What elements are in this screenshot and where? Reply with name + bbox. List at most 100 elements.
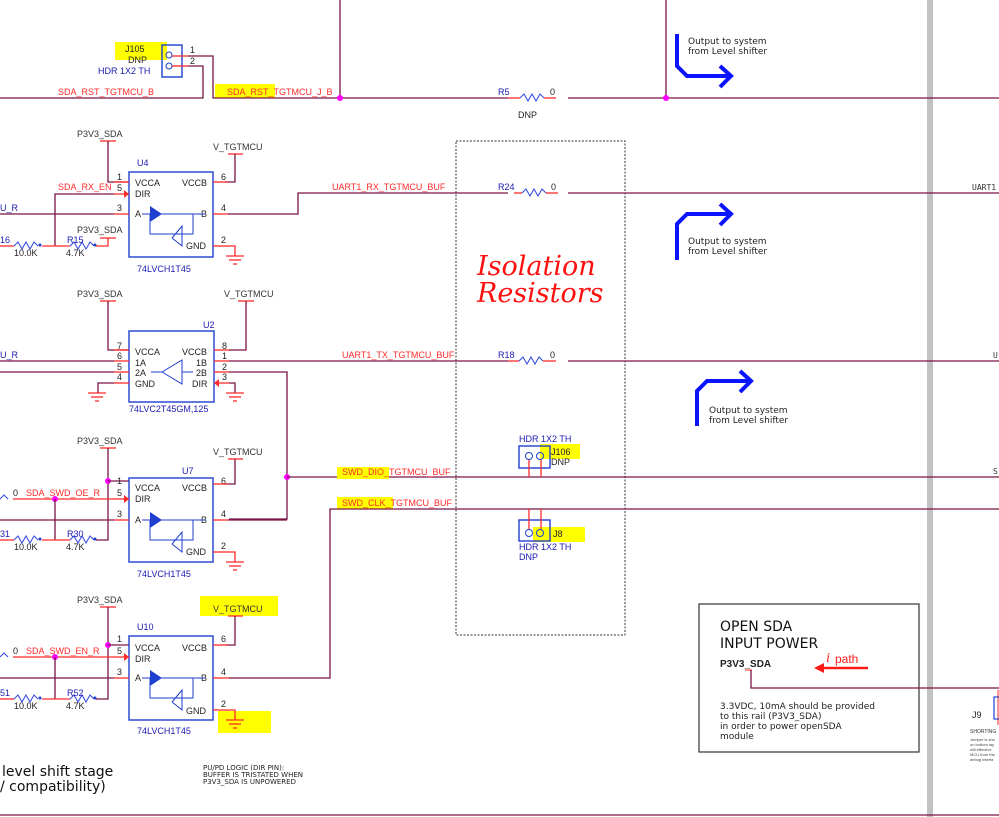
highlight-swd-clk	[337, 497, 393, 509]
j106-part: HDR 1X2 TH	[519, 434, 571, 444]
power-vtgt: V_TGTMCU	[213, 604, 263, 614]
u10-ref[interactable]: U10	[137, 622, 154, 632]
pin-name: DIR	[135, 189, 151, 199]
output-arrow-2: Output to system from Level shifter	[675, 202, 767, 260]
power-box-title-2: INPUT POWER	[720, 636, 818, 652]
pin-name: A	[135, 515, 141, 525]
j9-label: SHORTING	[970, 729, 996, 735]
level-shift-note-1: level shift stage	[2, 764, 113, 780]
power-p3v3: P3V3_SDA	[77, 436, 123, 446]
u7-ref[interactable]: U7	[182, 466, 194, 476]
highlight-swd-dio	[337, 467, 389, 479]
pin-number: 5	[117, 646, 122, 656]
arrow-1-line1: Output to system	[688, 37, 767, 47]
arrow-2-line2: from Level shifter	[688, 247, 767, 257]
net-sda-rst-b[interactable]: SDA_RST_TGTMCU_B	[58, 87, 154, 97]
net-sda-swd-en-r[interactable]: SDA_SWD_EN_R	[26, 646, 100, 656]
r5-ref[interactable]: R5	[498, 87, 510, 97]
j106-body[interactable]	[518, 445, 551, 469]
net-swd-clk-buf[interactable]: SWD_CLK_TGTMCU_BUF	[342, 498, 453, 508]
highlight-j8	[533, 527, 585, 542]
u4-ref[interactable]: U4	[137, 158, 149, 168]
power-p3v3: P3V3_SDA	[77, 225, 123, 235]
r16-ref[interactable]: 16	[0, 235, 10, 245]
net-sda-swd-oe-r[interactable]: SDA_SWD_OE_R	[26, 488, 101, 498]
power-box-frame	[698, 603, 920, 753]
j8-body[interactable]	[518, 519, 551, 542]
arrow-3-line1: Output to system	[709, 406, 788, 416]
j106-ref[interactable]: J106	[551, 447, 571, 457]
u2-block: P3V3_SDA V_TGTMCU U2 74LVC2T45GM,125 VCC…	[0, 289, 999, 520]
j9-ref[interactable]: J9	[972, 710, 982, 720]
pin-number: 3	[117, 667, 122, 677]
power-vtgt: V_TGTMCU	[224, 289, 274, 299]
j9-desc-line: debug interfa	[970, 757, 994, 762]
r51-ref[interactable]: 51	[0, 688, 10, 698]
net-left-u-r[interactable]: U_R	[0, 350, 19, 360]
r30-ref[interactable]: R30	[67, 529, 84, 539]
net-left-u-r[interactable]: U_R	[0, 203, 19, 213]
r18-ref[interactable]: R18	[498, 350, 515, 360]
r31-ref[interactable]: 31	[0, 529, 10, 539]
net-uart1-rx-buf[interactable]: UART1_RX_TGTMCU_BUF	[332, 182, 446, 192]
u2-ref[interactable]: U2	[203, 320, 215, 330]
isolation-region: Isolation Resistors	[455, 140, 626, 636]
r5-dnp: DNP	[518, 110, 537, 120]
junction	[337, 95, 343, 101]
net-sda-rst-j-b[interactable]: SDA_RST_TGTMCU_J_B	[227, 87, 333, 97]
pin-number: 1	[117, 634, 122, 644]
u7-part: 74LVCH1T45	[137, 569, 191, 579]
isolation-box	[455, 140, 626, 636]
j9-desc-line: will effective	[970, 747, 992, 752]
net-right-u: U	[993, 351, 998, 360]
r15-value: 4.7K	[66, 248, 85, 258]
pin-number: 1	[117, 172, 122, 182]
j9-partial: J9 SHORTING Jumper is sho on bottom lay …	[970, 690, 999, 762]
pin-number: 2	[221, 235, 226, 245]
j8-ref[interactable]: J8	[553, 529, 563, 539]
j9-body[interactable]	[993, 696, 999, 720]
isolation-title-1: Isolation	[476, 251, 596, 282]
r15-ref[interactable]: R15	[67, 235, 84, 245]
u4-block: P3V3_SDA V_TGTMCU U4 74LVCH1T45 VCCA DIR…	[0, 129, 999, 274]
pin-name: GND	[186, 241, 207, 251]
pin-name: 1A	[135, 358, 146, 368]
highlight-vtgt	[200, 596, 278, 616]
pin-number: 4	[221, 509, 226, 519]
pin-number: 3	[117, 509, 122, 519]
power-box-desc-line: to this rail (P3V3_SDA)	[720, 712, 821, 722]
j8-part: HDR 1X2 TH	[519, 542, 571, 552]
pin-number: 5	[117, 488, 122, 498]
r24-ref[interactable]: R24	[498, 182, 515, 192]
pin-name: A	[135, 673, 141, 683]
j105-part: HDR 1X2 TH	[98, 66, 150, 76]
r52-value: 4.7K	[66, 701, 85, 711]
pin-name: GND	[186, 706, 207, 716]
power-box-net: P3V3_SDA	[720, 659, 771, 670]
r51-value: 10.0K	[14, 701, 38, 711]
r18-value: 0	[550, 350, 555, 360]
r52-ref[interactable]: R52	[67, 688, 84, 698]
open-sda-power-box: OPEN SDA INPUT POWER P3V3_SDA i path 3.3…	[698, 603, 999, 753]
highlight-sda-rst	[215, 84, 275, 98]
pin-name: DIR	[135, 494, 151, 504]
pin-name: A	[135, 209, 141, 219]
net-sda-rx-en[interactable]: SDA_RX_EN	[58, 182, 112, 192]
pin-number: 4	[117, 372, 122, 382]
power-p3v3: P3V3_SDA	[77, 595, 123, 605]
pin-number: 2	[221, 699, 226, 709]
swd-jumpers: SWD_DIO_TGTMCU_BUF SWD_CLK_TGTMCU_BUF HD…	[229, 434, 999, 679]
pin-name: VCCA	[135, 483, 160, 493]
net-uart1-tx-buf[interactable]: UART1_TX_TGTMCU_BUF	[342, 350, 455, 360]
net-swd-dio-buf[interactable]: SWD_DIO_TGTMCU_BUF	[342, 467, 451, 477]
j105-ref[interactable]: J105	[125, 44, 145, 54]
j105-pin2: 2	[190, 56, 195, 66]
power-vtgt: V_TGTMCU	[213, 447, 263, 457]
r31-value: 10.0K	[14, 542, 38, 552]
net-right-uart1: UART1	[972, 183, 996, 192]
pin-number: 5	[117, 183, 122, 193]
pin-number: 2	[222, 362, 227, 372]
u7-block: P3V3_SDA V_TGTMCU U7 74LVCH1T45 VCCA DIR…	[0, 436, 999, 579]
j105-body[interactable]	[161, 44, 183, 78]
u2-body[interactable]	[128, 330, 215, 403]
